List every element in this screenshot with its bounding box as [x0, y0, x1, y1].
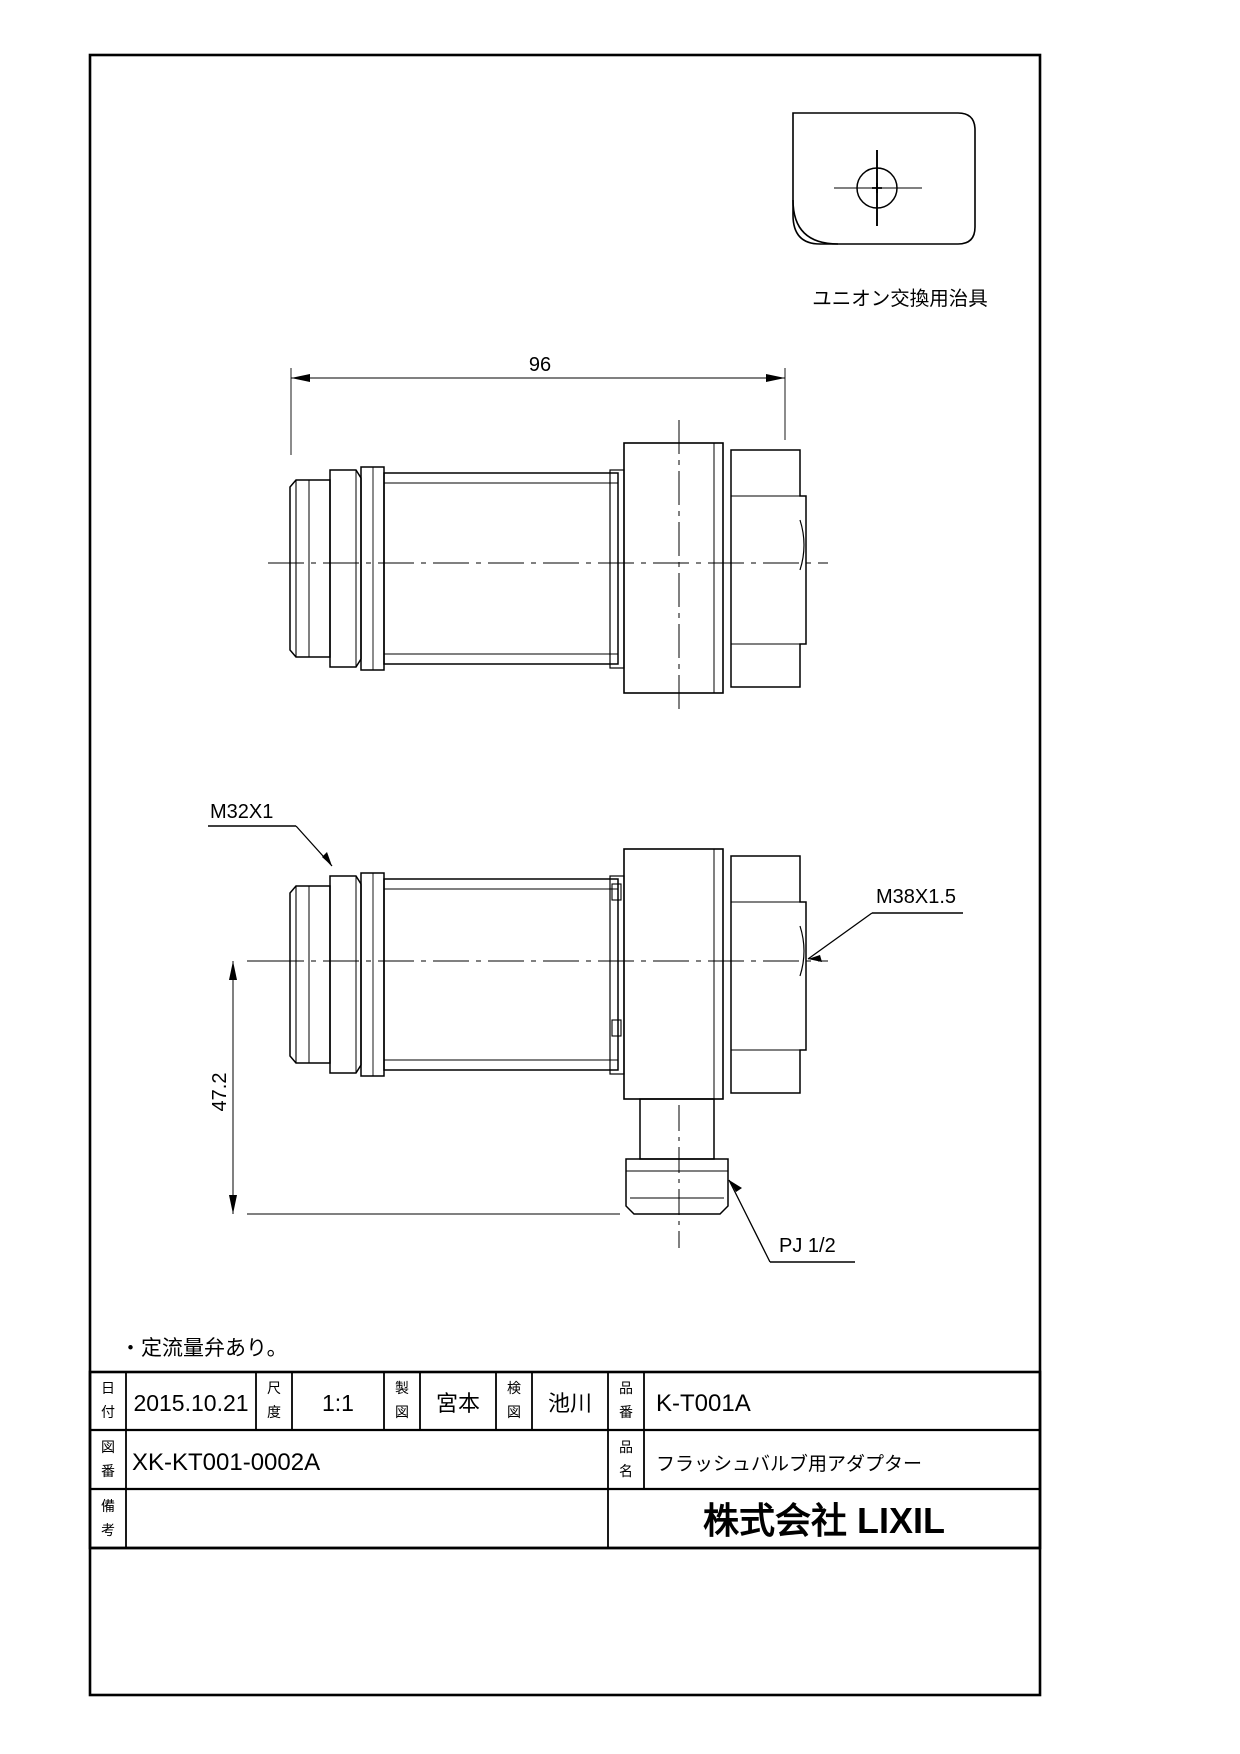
sheet-border: [88, 53, 1042, 1697]
sleeve-ring: [360, 466, 385, 671]
valve-body: [623, 442, 724, 694]
partname-label-c2: 名: [619, 1463, 633, 1479]
barrel-step-2: [609, 875, 625, 1075]
partno-label-c2: 番: [619, 1404, 633, 1420]
callout-pj12-text: PJ 1/2: [779, 1235, 836, 1257]
oring-groove-top: [611, 883, 622, 901]
callout-m32x1: M32X1: [208, 801, 333, 867]
partname-label-c1: 品: [619, 1439, 633, 1455]
callout-m38x15-text: M38X1.5: [876, 886, 956, 908]
outlet-stem: [639, 1098, 715, 1160]
dimension-height-value: 47.2: [209, 1073, 231, 1112]
callout-m38x15: M38X1.5: [807, 886, 963, 962]
drawingno-value: XK-KT001-0002A: [132, 1449, 320, 1476]
remarks-label-c1: 備: [101, 1498, 115, 1514]
valve-body-2: [623, 848, 724, 1100]
scale-label-c1: 尺: [267, 1380, 281, 1396]
drawn-value: 宮本: [436, 1391, 480, 1416]
drawingno-label-c2: 番: [101, 1463, 115, 1479]
dimension-overall-length: 96: [290, 354, 786, 455]
checked-value: 池川: [548, 1391, 592, 1416]
dimension-height: 47.2: [209, 960, 620, 1215]
callout-m32x1-text: M32X1: [210, 801, 273, 823]
remarks-label-c2: 考: [101, 1522, 115, 1538]
oring-groove-bottom: [611, 1019, 622, 1037]
partname-value: フラッシュバルブ用アダプター: [656, 1452, 922, 1475]
partno-value: K-T001A: [656, 1390, 751, 1417]
dimension-overall-length-value: 96: [529, 354, 551, 376]
drawn-label-c2: 図: [395, 1404, 409, 1420]
top-view-assembly: [268, 420, 828, 715]
jig-label: ユニオン交換用治具: [812, 288, 988, 310]
hex-nut: [730, 449, 807, 688]
callout-pj12: PJ 1/2: [728, 1179, 855, 1263]
date-value: 2015.10.21: [133, 1390, 248, 1416]
barrel-step: [609, 469, 625, 669]
note-line-1: ・定流量弁あり。: [120, 1337, 288, 1360]
bottom-view-assembly: [268, 848, 828, 1248]
sleeve-ring-2: [360, 872, 385, 1077]
title-block: 日 付 2015.10.21 尺 度 1:1 製 図 宮本 検 図 池川 品 番…: [88, 1370, 1042, 1550]
drawn-label-c1: 製: [395, 1380, 409, 1396]
outlet-thread-boss: [625, 1158, 729, 1215]
date-label-c2: 付: [101, 1404, 115, 1420]
scale-label-c2: 度: [267, 1404, 281, 1420]
scale-value: 1:1: [322, 1390, 354, 1416]
checked-label-c1: 検: [507, 1380, 521, 1396]
company-name: 株式会社 LIXIL: [703, 1500, 945, 1541]
main-barrel: [383, 472, 619, 665]
date-label-c1: 日: [101, 1380, 115, 1396]
drawingno-label-c1: 図: [101, 1439, 115, 1455]
hex-nut-2: [730, 855, 807, 1094]
partno-label-c1: 品: [619, 1380, 633, 1396]
union-replacement-jig-icon: [792, 112, 976, 245]
checked-label-c2: 図: [507, 1404, 521, 1420]
main-barrel-2: [383, 878, 619, 1071]
